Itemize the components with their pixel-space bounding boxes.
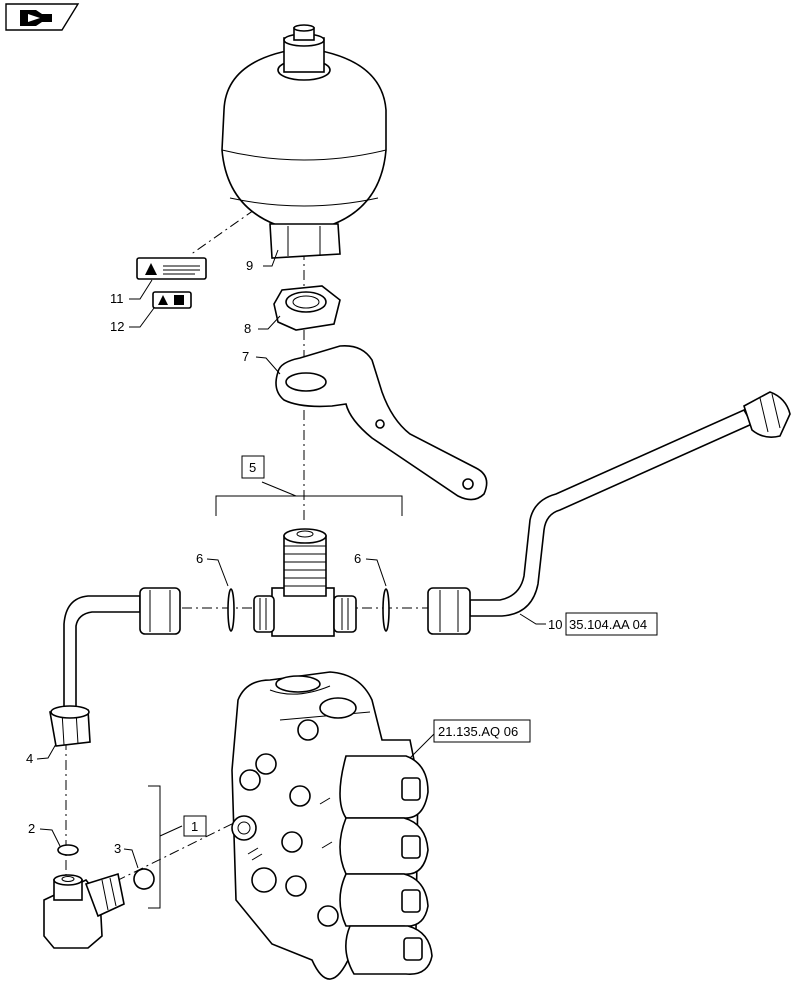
group-leader-1 [159,825,183,837]
callout-7: 7 [242,349,249,364]
leader-ref-valve [409,731,437,759]
valve-block [231,671,433,980]
callout-8: 8 [244,321,251,336]
tee-fitting [253,528,357,637]
reference-link-pipe[interactable]: 35.104.AA 04 [565,612,658,636]
callout-2: 2 [28,821,35,836]
callout-box-5 [241,455,265,479]
leader-10 [519,613,546,625]
leader-11 [129,279,153,300]
page-turn-icon[interactable] [5,3,80,31]
callout-9: 9 [246,258,253,273]
callout-1: 1 [191,819,198,834]
group-bracket-5 [215,495,403,516]
accumulator [221,24,387,259]
callout-box-1 [183,815,207,837]
leader-12 [129,307,155,328]
callout-12: 12 [110,319,124,334]
seal-ring-large [133,868,155,890]
callout-4: 4 [26,751,33,766]
callout-10: 10 [548,617,562,632]
callout-3: 3 [114,841,121,856]
leader-7 [255,356,281,375]
reference-valve-text: 21.135.AQ 06 [438,724,518,739]
warning-decal [136,257,207,280]
hazard-decal [152,291,192,309]
callout-11: 11 [110,291,124,306]
leader-8 [258,315,281,330]
group-bracket-1 [148,785,161,909]
seal-ring-small [57,844,79,856]
leader-9 [263,249,279,267]
centerline-diagonal [97,819,241,891]
callout-5: 5 [249,460,256,475]
leader-6a [206,558,229,587]
group-leader-5 [261,481,297,497]
leader-4 [36,743,57,760]
o-ring-right [382,588,390,632]
elbow-fitting [43,872,125,949]
leader-6b [365,558,387,587]
callout-6-left: 6 [196,551,203,566]
leader-2 [39,828,61,847]
reference-link-valve[interactable]: 21.135.AQ 06 [433,719,531,743]
pipe-assembly-left [49,587,181,747]
lock-nut [273,285,341,331]
callout-6-right: 6 [354,551,361,566]
leader-3 [123,848,139,869]
o-ring-left [227,588,235,632]
mounting-bracket [275,344,488,501]
pipe-assembly-right [427,391,791,635]
reference-pipe-text: 35.104.AA 04 [569,617,647,632]
